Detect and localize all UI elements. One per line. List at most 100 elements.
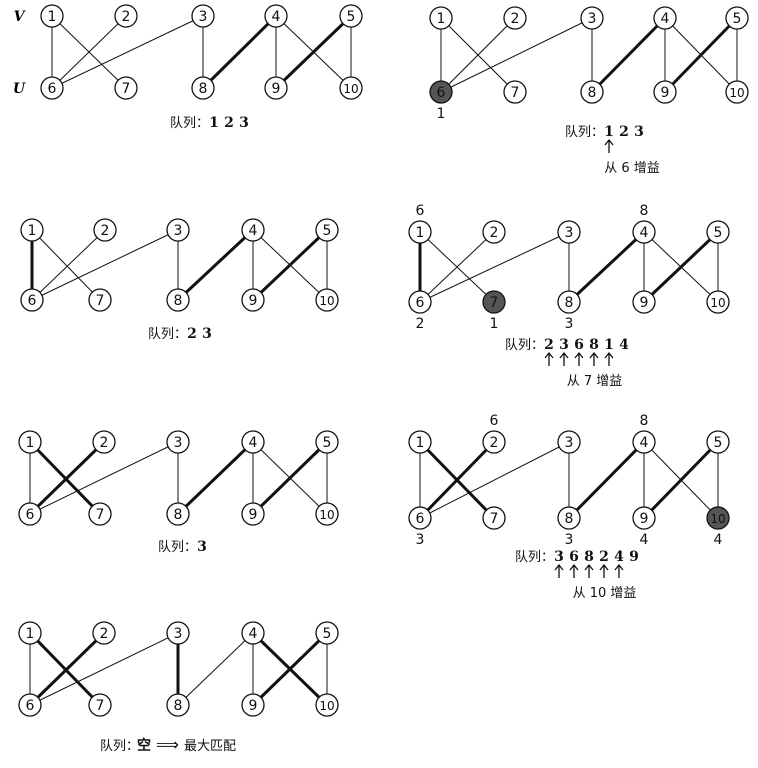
- edge-5-9-matched: [251, 228, 329, 302]
- queue-label: 队列：: [158, 540, 197, 555]
- node-4: 4: [241, 430, 265, 454]
- queue-item: 1: [209, 115, 219, 131]
- node-3: 3: [166, 218, 190, 242]
- queue-item: 9: [629, 549, 639, 565]
- node-2: 2: [92, 430, 116, 454]
- node-10: 10: [315, 502, 339, 526]
- queue-item: 3: [634, 124, 644, 140]
- queue-item: 3: [559, 337, 569, 353]
- queue-item: 1: [604, 337, 614, 353]
- edge-4-8-matched: [567, 230, 646, 304]
- node-8: 8: [580, 80, 604, 104]
- node-circle: [557, 290, 581, 314]
- node-2: 2: [503, 6, 527, 30]
- node-6: 6: [429, 80, 453, 104]
- node-label: 5: [323, 435, 332, 451]
- node-label: 6: [437, 85, 446, 101]
- queue-label: 队列：: [148, 327, 187, 342]
- node-circle: [40, 4, 64, 28]
- node-circle: [166, 430, 190, 454]
- queue-label: 队列：: [515, 550, 554, 565]
- node-label: 9: [640, 295, 649, 311]
- node-circle: [166, 693, 190, 717]
- edge-4-8: [177, 632, 254, 706]
- node-label: 7: [96, 698, 105, 714]
- node-label: 5: [714, 225, 723, 241]
- node-label: 4: [640, 225, 649, 241]
- node-label: 9: [640, 511, 649, 527]
- node-circle: [88, 288, 112, 312]
- node-label: 2: [101, 223, 110, 239]
- node-label: 4: [249, 223, 258, 239]
- node-circle: [18, 502, 42, 526]
- node-4: 4: [241, 621, 265, 645]
- node-circle: [114, 4, 138, 28]
- node-9: 9: [241, 502, 265, 526]
- node-circle: [241, 218, 265, 242]
- node-circle: [241, 430, 265, 454]
- node-label: 4: [661, 11, 670, 27]
- node-label: 3: [565, 225, 574, 241]
- node-circle: [482, 220, 506, 244]
- node-label: 2: [100, 626, 109, 642]
- node-circle: [166, 218, 190, 242]
- node-9: 9: [632, 506, 656, 530]
- node-label: 9: [661, 85, 670, 101]
- edge-5-9-matched: [642, 440, 720, 520]
- node-label: 9: [249, 293, 258, 309]
- node-1: 1: [18, 621, 42, 645]
- edge-3-6: [29, 441, 179, 515]
- node-1: 1: [20, 218, 44, 242]
- node-circle: [88, 693, 112, 717]
- node-circle: [20, 288, 44, 312]
- node-circle: [408, 506, 432, 530]
- node-circle: [18, 621, 42, 645]
- node-circle: [706, 220, 730, 244]
- node-circle: [241, 288, 265, 312]
- node-label: 1: [437, 11, 446, 27]
- edge-2-6: [440, 17, 516, 93]
- node-10: 10: [339, 76, 363, 100]
- node-label: 8: [174, 507, 183, 523]
- augment-caption: 从 6 增益: [604, 161, 660, 176]
- queue-item: 3: [202, 326, 212, 342]
- node-9: 9: [241, 693, 265, 717]
- node-label: 10: [319, 699, 334, 713]
- up-arrow-icon: [614, 563, 624, 578]
- node-label: 4: [249, 435, 258, 451]
- node-mark: 6: [490, 413, 499, 429]
- node-mark: 1: [490, 316, 499, 332]
- node-label: 2: [100, 435, 109, 451]
- node-circle: [315, 288, 339, 312]
- queue-item: 2: [224, 115, 234, 131]
- node-2: 2: [482, 220, 506, 244]
- node-circle: [241, 693, 265, 717]
- node-label: 4: [272, 9, 281, 25]
- node-4: 4: [241, 218, 265, 242]
- node-circle: [580, 6, 604, 30]
- node-circle: [557, 430, 581, 454]
- node-label: 6: [26, 698, 35, 714]
- node-circle: [166, 502, 190, 526]
- node-4: 4: [632, 220, 656, 244]
- node-2: 2: [93, 218, 117, 242]
- node-1: 1: [408, 430, 432, 454]
- node-circle: [653, 80, 677, 104]
- node-label: 7: [122, 81, 131, 97]
- node-circle: [315, 693, 339, 717]
- node-1: 1: [18, 430, 42, 454]
- node-2: 2: [114, 4, 138, 28]
- node-label: 5: [714, 435, 723, 451]
- edge-4-8-matched: [176, 228, 255, 302]
- node-5: 5: [725, 6, 749, 30]
- node-label: 3: [174, 626, 183, 642]
- node-label: 6: [26, 507, 35, 523]
- up-arrow-icon: [569, 563, 579, 578]
- node-label: 2: [490, 225, 499, 241]
- node-label: 6: [48, 81, 57, 97]
- node-circle: [40, 76, 64, 100]
- node-3: 3: [580, 6, 604, 30]
- node-circle: [632, 430, 656, 454]
- node-circle: [166, 288, 190, 312]
- node-label: 1: [26, 435, 35, 451]
